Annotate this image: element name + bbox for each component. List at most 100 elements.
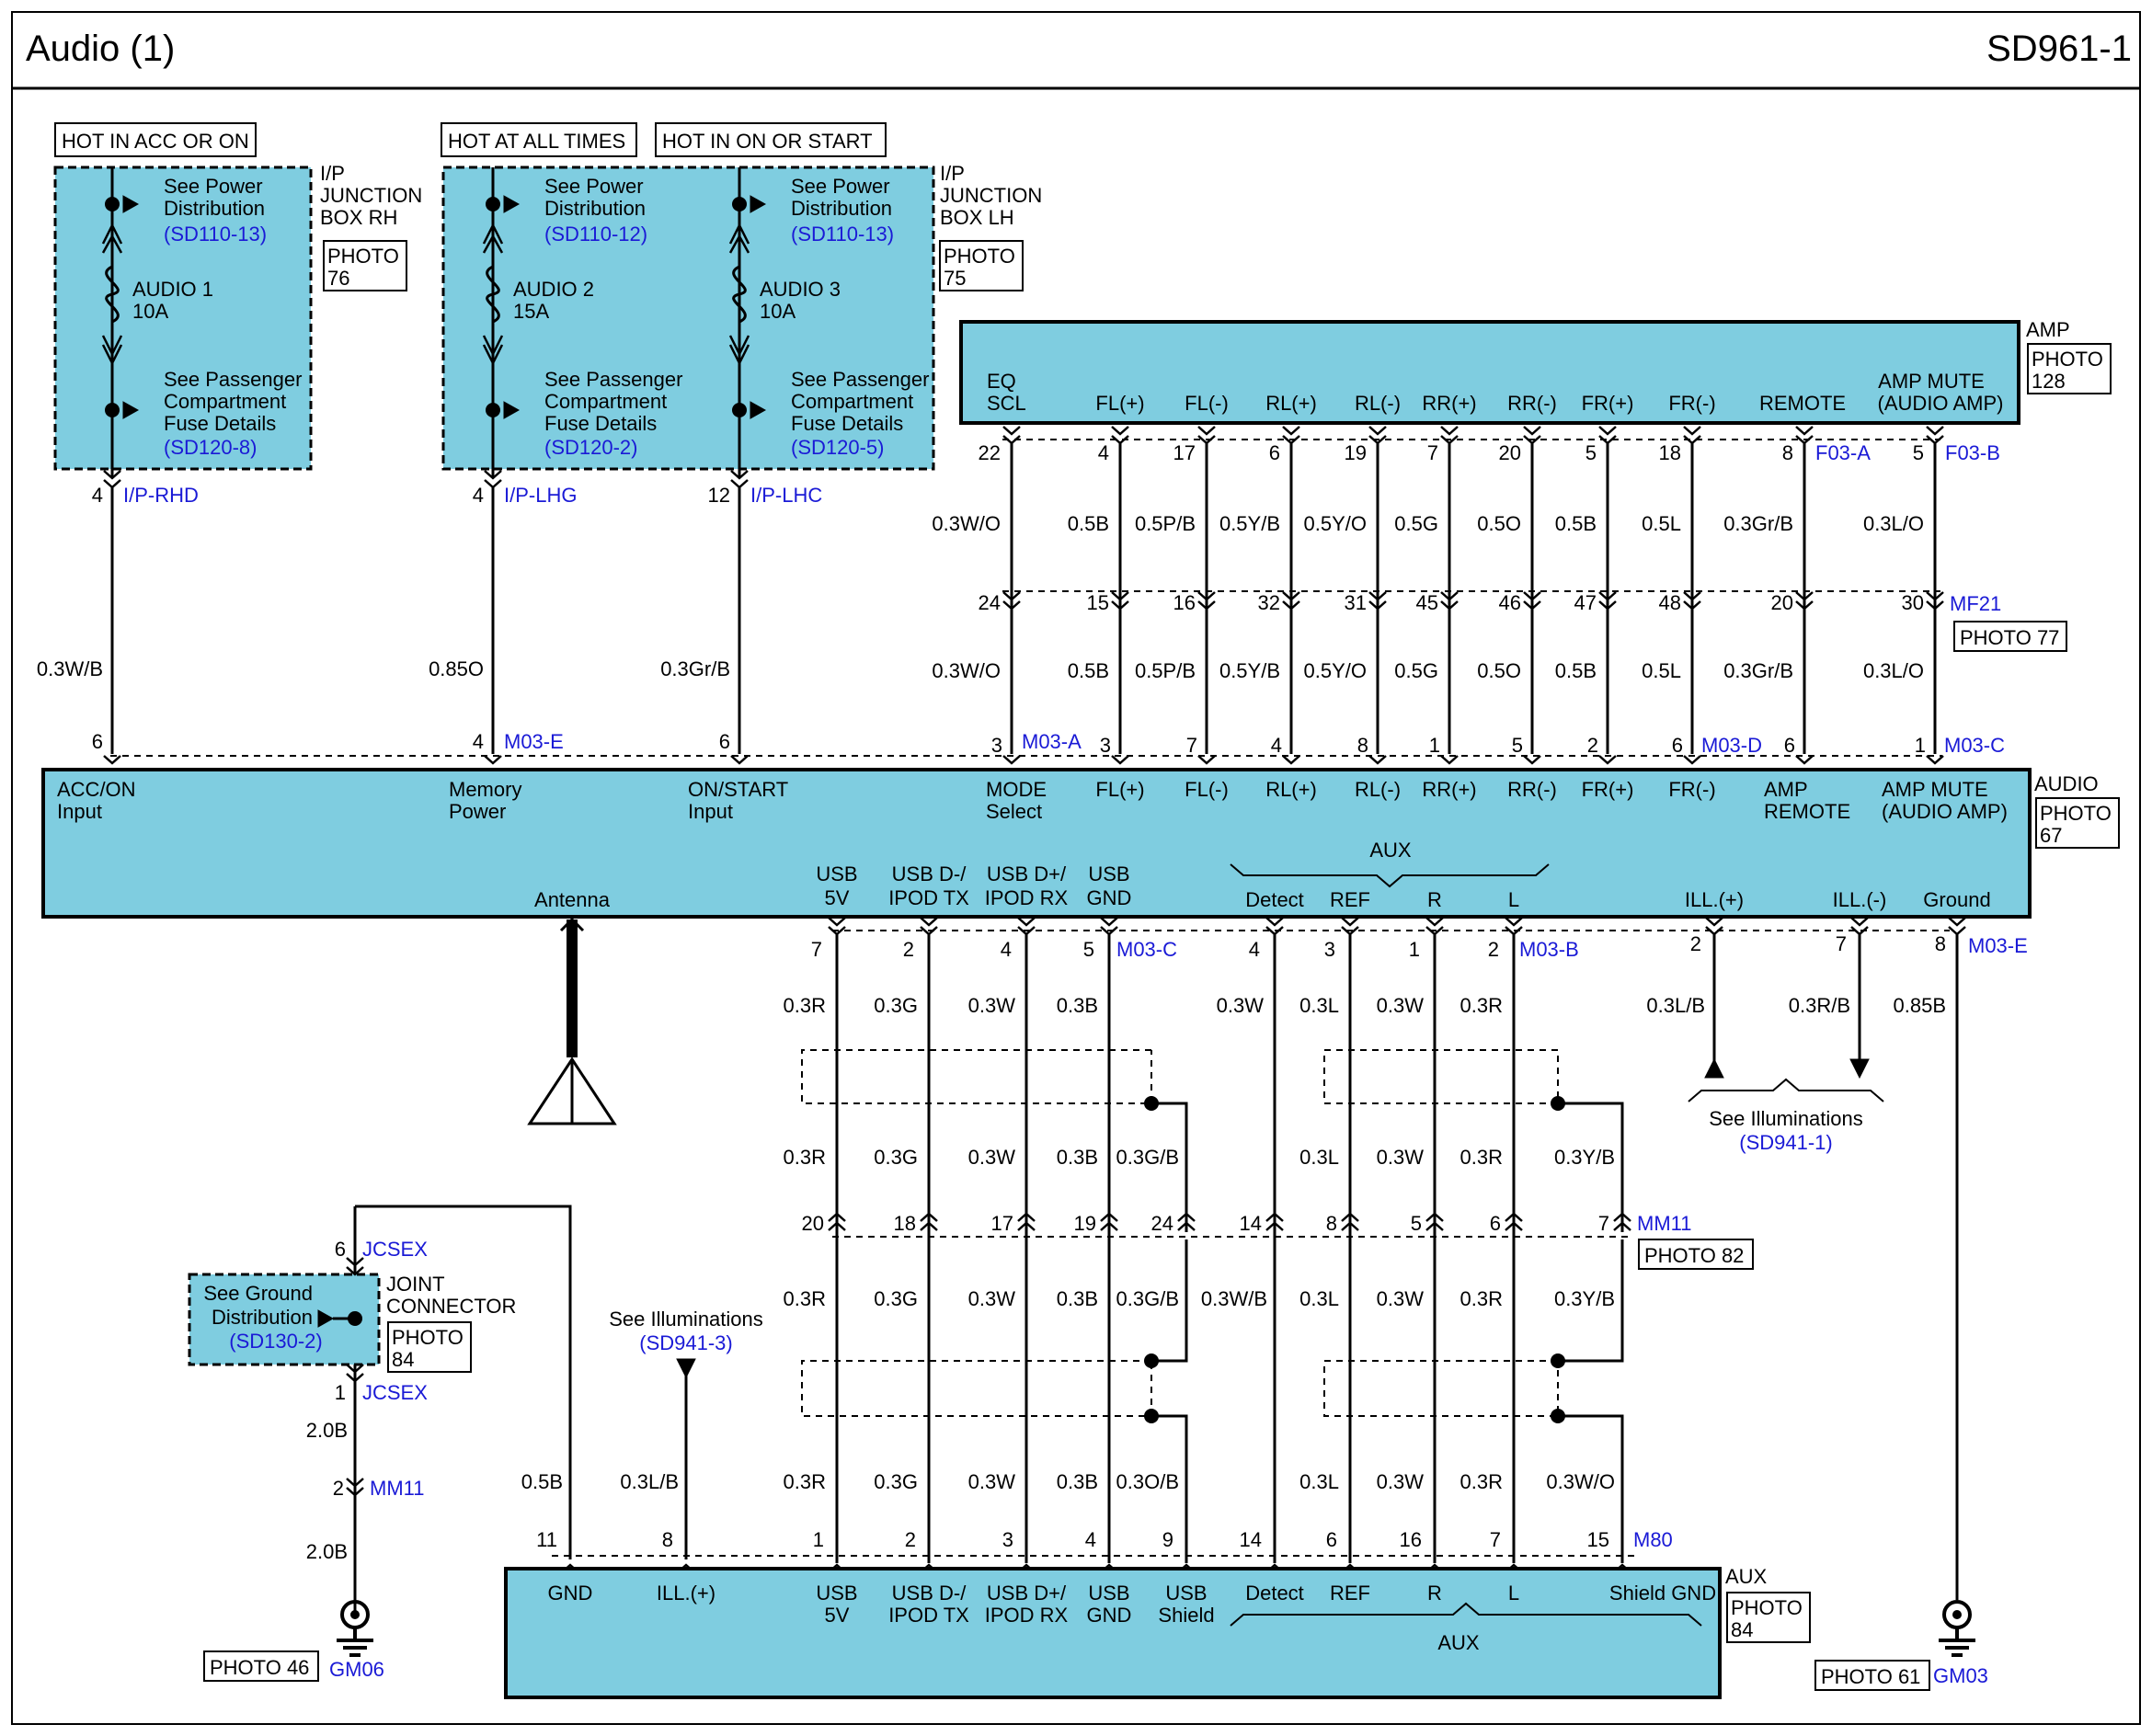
photo-box-gm06 (203, 1650, 319, 1682)
wire-color-label: 0.5P/B (1135, 659, 1196, 682)
joint-connector-name: CONNECTOR (386, 1295, 516, 1318)
audio-terminal-label: FL(+) (1095, 778, 1144, 801)
wire-color-label: 0.3B (1057, 1287, 1098, 1310)
wire-color-label: 0.3O/B (1116, 1470, 1179, 1493)
connector-pin-icon (920, 917, 938, 936)
connector-pin-icon (1683, 591, 1701, 611)
connector-pin-icon (1111, 426, 1129, 445)
terminal-tick-icon (1523, 755, 1541, 765)
photo-label: PHOTO 82 (1644, 1244, 1744, 1267)
see-fuse-text: Compartment (544, 390, 667, 413)
arrow-right-icon (750, 195, 767, 213)
wire-color-label: 2.0B (306, 1419, 348, 1442)
antenna-icon (527, 1056, 617, 1125)
photo-label: PHOTO 61 (1821, 1665, 1920, 1688)
connector-id: M03-C (1944, 734, 2005, 757)
audio-terminal-label: RL(+) (1265, 778, 1317, 801)
connector-pin-icon (1100, 917, 1118, 936)
wire-color-label: 0.3W (968, 1470, 1016, 1493)
supply-label: HOT AT ALL TIMES (448, 130, 625, 153)
pin-number: 14 (1240, 1528, 1262, 1551)
arrow-right-icon (317, 1309, 335, 1328)
pin-number: 16 (1173, 591, 1196, 614)
amp-terminal-label: REMOTE (1759, 392, 1846, 415)
fuse-ref-link: (SD120-5) (791, 436, 884, 459)
pin-number: 2 (905, 1528, 916, 1551)
connector-pin-icon (346, 1478, 364, 1497)
wire-color-label: 0.3G (874, 1470, 918, 1493)
connector-pin-icon (1850, 917, 1869, 936)
photo-label: PHOTO 46 (210, 1656, 309, 1679)
pin-number: 32 (1258, 591, 1280, 614)
connector-pin-icon (1100, 1212, 1118, 1231)
see-fuse-text: See Passenger (164, 368, 302, 391)
wire-color-label: 0.5G (1394, 659, 1438, 682)
fuse-icon (486, 265, 500, 324)
audio-terminal-label: Select (986, 800, 1042, 823)
fuse-ref-link: (SD120-8) (164, 436, 257, 459)
pin-number: 17 (991, 1212, 1013, 1235)
wire-color-label: 0.85O (429, 657, 484, 680)
terminal-tick-icon (1926, 755, 1944, 765)
pin-number: 6 (92, 730, 103, 753)
wire-color-label: 0.3R (784, 1470, 826, 1493)
audio-terminal-label: (AUDIO AMP) (1882, 800, 2008, 823)
photo-box-rh (323, 240, 407, 291)
pin-number: 4 (1085, 1528, 1096, 1551)
connector-pin-icon (1341, 917, 1359, 936)
wire-color-label: 0.3W (1377, 994, 1425, 1017)
wire-color-label: 0.3W (1377, 1470, 1425, 1493)
wire-color-label: 0.3B (1057, 1146, 1098, 1169)
connector-id: I/P-LHG (504, 484, 577, 507)
connector-id: M03-A (1022, 730, 1082, 753)
wire-color-label: 0.3L/O (1863, 512, 1924, 535)
ground-id: GM03 (1933, 1664, 1988, 1687)
pin-number: 31 (1345, 591, 1367, 614)
wire-color-label: 0.3W/B (1201, 1287, 1267, 1310)
photo-box-mm11 (1638, 1239, 1754, 1270)
photo-box-mf21 (1953, 621, 2067, 652)
connector-id: I/P-LHC (750, 484, 822, 507)
pin-number: 6 (1672, 734, 1683, 757)
junction-box-rh (53, 166, 313, 471)
antenna-icon (559, 917, 585, 932)
see-power-text: See Power (164, 175, 263, 198)
terminal-tick-icon (1282, 755, 1300, 765)
pin-number: 3 (1002, 1528, 1013, 1551)
see-fuse-text: Fuse Details (164, 412, 276, 435)
connector-id: I/P-RHD (123, 484, 199, 507)
wire-color-label: 0.3G/B (1116, 1287, 1179, 1310)
connector-id: M03-D (1701, 734, 1762, 757)
arrow-right-icon (750, 401, 767, 419)
pin-number: 5 (1083, 938, 1094, 961)
connector-id: F03-A (1815, 441, 1871, 464)
audio-terminal-label: FL(-) (1185, 778, 1229, 801)
shield-drain-wire (1558, 1239, 1624, 1363)
photo-label: PHOTO (944, 245, 1015, 268)
pin-number: 2 (333, 1477, 344, 1500)
aux-terminal-label: IPOD RX (985, 1604, 1069, 1627)
audio-terminal-label: RL(-) (1355, 778, 1401, 801)
fuse-name: AUDIO 3 (760, 278, 841, 301)
connector-pin-icon (1368, 426, 1387, 445)
photo-number: 84 (392, 1348, 414, 1371)
fuse-terminal-icon (482, 223, 504, 254)
pin-number: 5 (1913, 441, 1924, 464)
see-fuse-text: Fuse Details (544, 412, 657, 435)
ground-id: GM06 (329, 1658, 384, 1681)
amp-terminal-label: FR(+) (1582, 392, 1634, 415)
photo-number: 67 (2040, 824, 2062, 847)
wire-color-label: 0.5G (1394, 512, 1438, 535)
connector-pin-icon (1282, 426, 1300, 445)
audio-terminal-label: Power (449, 800, 506, 823)
connector-id: MM11 (370, 1477, 425, 1500)
pin-number: 7 (1490, 1528, 1501, 1551)
fuse-rating: 15A (513, 300, 549, 323)
pin-number: 1 (813, 1528, 824, 1551)
amp-name: AMP (2026, 318, 2070, 341)
fuse-icon (732, 265, 747, 324)
aux-unit-name: AUX (1725, 1565, 1768, 1588)
connector-pin-icon (1197, 426, 1216, 445)
wire-color-label: 0.3L (1299, 1470, 1339, 1493)
